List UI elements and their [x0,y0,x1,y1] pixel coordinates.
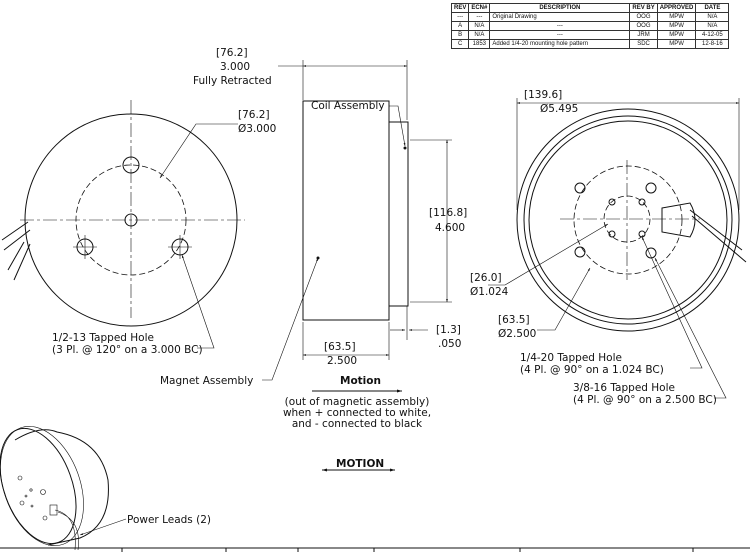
bc2-in: Ø2.500 [498,328,536,340]
connector-icon [661,202,696,238]
power-leads-icon [689,209,747,263]
left-end-view: [76.2] Ø3.000 1/2-13 Tapped Hole (3 Pl. … [1,100,276,356]
tapped-hole-icon [73,156,192,259]
power-leads-icon [1,221,31,281]
left-hole-label: 1/2-13 Tapped Hole [52,332,154,344]
hole2-label: 3/8-16 Tapped Hole [573,382,675,394]
hole1-label: 1/4-20 Tapped Hole [520,352,622,364]
power-leads-icon [54,509,79,551]
width-in: 2.500 [327,355,357,367]
od-mm: [139.6] [524,89,562,101]
bc1-mm: [26.0] [470,272,502,284]
stroke-mm: [76.2] [216,47,248,59]
left-dia-in: Ø3.000 [238,123,276,135]
motion-note-2: when + connected to white, [283,407,431,419]
bc1-in: Ø1.024 [470,286,509,298]
od-in: Ø5.495 [540,103,578,115]
height-mm: [116.8] [429,207,467,219]
stroke-in: 3.000 [220,61,250,73]
gap-in: .050 [438,338,461,350]
cell: 1853 [468,39,491,49]
cell: C [450,39,470,49]
gap-mm: [1.3] [436,324,461,336]
width-mm: [63.5] [324,341,356,353]
coil-assembly-label: Coil Assembly [311,100,385,112]
motion-note-3: and - connected to black [292,418,423,430]
power-leads-label: Power Leads (2) [127,514,211,526]
revision-table-header: REV ECN# DESCRIPTION REV BY APPROVED DAT… [450,3,730,13]
hole1-note: (4 Pl. @ 90° on a 1.024 BC) [520,364,664,376]
bc2-mm: [63.5] [498,314,530,326]
magnet-assembly-body [302,100,390,321]
right-end-view: [139.6] Ø5.495 [26.0] Ø1.024 [63.5] Ø2.5… [470,89,747,406]
tapped-hole-icon [574,182,657,259]
title-block-border [0,547,750,552]
coil-assembly-body [388,121,409,307]
hole2-note: (4 Pl. @ 90° on a 2.500 BC) [573,394,717,406]
stroke-note: Fully Retracted [193,75,272,87]
left-hole-note: (3 Pl. @ 120° on a 3.000 BC) [52,344,203,356]
magnet-assembly-label: Magnet Assembly [160,375,253,387]
isometric-view: Power Leads (2) MOTION [0,426,395,551]
cell: SDC [629,39,658,49]
motion-bottom-label: MOTION [336,458,384,470]
motion-note-1: (out of magnetic assembly) [285,396,430,408]
side-view: [76.2] 3.000 Fully Retracted Coil Assemb… [160,47,467,430]
motion-label: Motion [340,375,381,387]
left-dia-mm: [76.2] [238,109,270,121]
height-in: 4.600 [435,222,465,234]
cell: 12-8-16 [695,39,730,49]
revision-table: REV ECN# DESCRIPTION REV BY APPROVED DAT… [450,3,730,49]
